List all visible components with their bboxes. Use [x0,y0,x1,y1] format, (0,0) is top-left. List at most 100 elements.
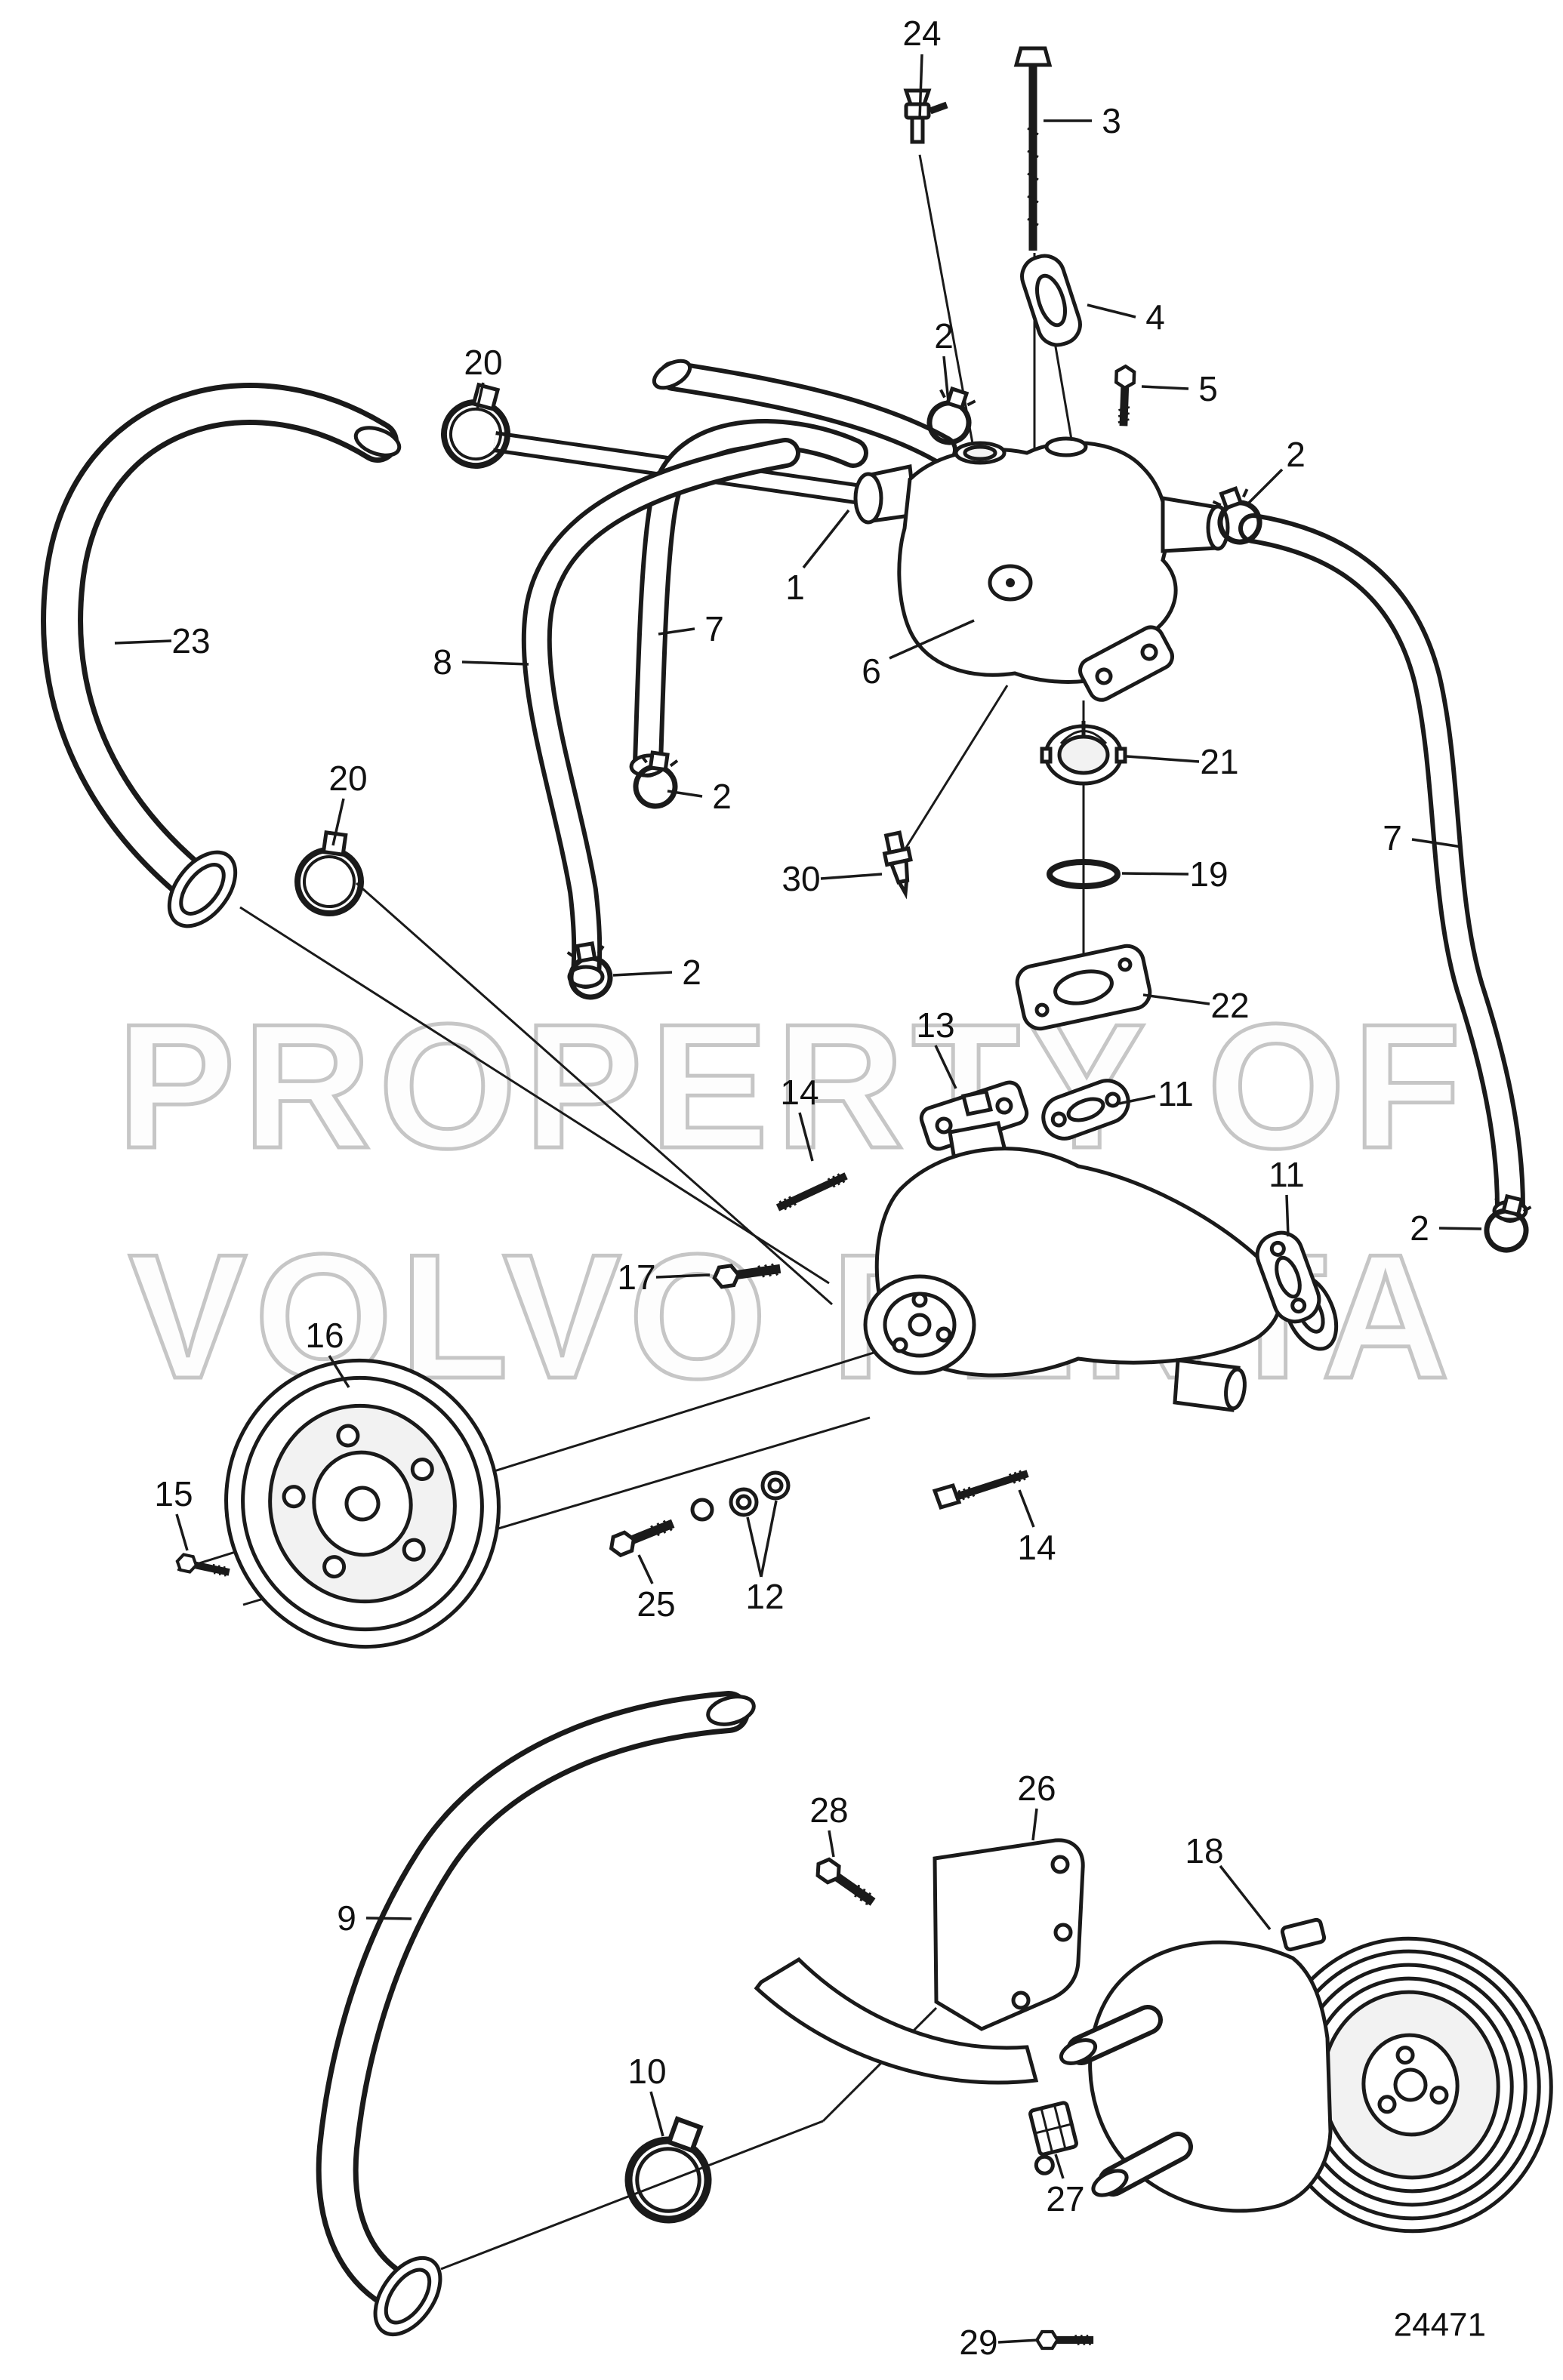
hose-23 [41,383,402,928]
o-ring-19 [1047,859,1121,889]
leader-line [1018,1489,1035,1528]
callout-30: 30 [782,859,820,898]
callout-22: 22 [1210,986,1249,1025]
leader-line [1118,1095,1156,1105]
callout-25: 25 [637,1584,675,1624]
bolt-5 [1114,366,1134,426]
callout-27: 27 [1046,2179,1084,2218]
leader-line [612,971,673,977]
callout-28: 28 [809,1790,848,1830]
leader-line [1031,1808,1038,1841]
connector-27 [1028,2101,1078,2175]
leader-line [1087,303,1136,319]
leader-line [637,1554,654,1584]
leader-line [798,1112,814,1162]
callout-13: 13 [916,1005,954,1045]
leader-line [461,660,529,666]
callout-11: 11 [1269,1155,1305,1194]
thermostat-21 [1040,721,1127,786]
gasket-11-b [1255,1230,1321,1324]
callout-4: 4 [1145,297,1165,337]
thermostat-housing [853,436,1230,702]
callout-7: 7 [704,609,724,648]
temperature-sensor-30 [882,830,913,900]
callout-2: 2 [682,953,701,992]
leader-line [997,2338,1040,2344]
leader-line [820,873,883,880]
leader-line [476,382,485,410]
leader-line [1246,468,1284,506]
watermark-line-1: PROPERTY OF [117,987,1469,1185]
callout-8: 8 [433,642,452,682]
callout-21: 21 [1200,742,1238,781]
callout-5: 5 [1198,369,1218,408]
mounting-bracket-26 [754,1838,1085,2085]
callout-20: 20 [328,759,367,798]
callout-10: 10 [627,2052,666,2091]
gasket-11-a [1041,1079,1130,1141]
stud-14-b [932,1468,1029,1510]
callout-7: 7 [1383,818,1402,857]
leader-line [667,790,703,798]
hose-clamp-2-e [1482,1193,1533,1255]
hose-9 [316,1691,756,2337]
leader-line [658,627,695,636]
hose-1 [652,359,957,465]
leader-line [1141,385,1189,390]
fitting-24 [903,88,948,144]
washers-12 [729,1470,791,1517]
callout-15: 15 [154,1474,193,1513]
hose-clamp-20-b [294,830,368,918]
leader-line [331,798,345,846]
leader-line [655,1273,711,1279]
callout-3: 3 [1102,101,1121,140]
callout-2: 2 [712,777,732,816]
callout-14: 14 [780,1073,818,1112]
bolt-3 [1013,46,1053,251]
diagram-number: 24471 [1394,2307,1486,2344]
bolt-28 [813,1856,879,1910]
callout-20: 20 [464,343,502,382]
leader-line [802,509,850,569]
bolt-15 [176,1553,231,1580]
leader-line [1285,1194,1290,1237]
callout-18: 18 [1185,1831,1223,1870]
callout-2: 2 [1286,435,1306,474]
callout-23: 23 [171,621,210,660]
callout-29: 29 [959,2323,997,2362]
water-pump-13 [863,1080,1339,1412]
callout-26: 26 [1017,1769,1056,1808]
callout-9: 9 [337,1898,356,1938]
leader-line [918,54,923,120]
leader-line [1219,1864,1272,1931]
hose-clamp-20-a [437,379,519,473]
hose-clamp-10 [618,2110,726,2231]
callout-11: 11 [1158,1074,1194,1113]
leader-line [1142,993,1210,1005]
leader-line [328,1355,350,1388]
gasket-4 [1020,254,1082,347]
leader-line [1121,872,1189,876]
leader-line [942,356,950,402]
callout-24: 24 [902,14,941,53]
leader-line [828,1830,835,1858]
leader-line [175,1513,189,1551]
hose-8 [521,438,800,989]
leader-line [746,1516,763,1578]
leader-line [760,1500,778,1578]
callout-1: 1 [785,568,805,607]
leader-line [365,1917,412,1920]
bolt-29 [1037,2332,1093,2348]
callout-17: 17 [617,1258,655,1297]
leader-line [1438,1227,1482,1230]
leader-line [1054,2154,1065,2179]
leader-line [889,619,975,660]
crankshaft-pulley-16 [224,1358,501,1649]
leader-line [114,639,172,645]
callout-2: 2 [934,316,954,356]
callout-6: 6 [862,651,881,691]
leader-line [1411,838,1463,848]
